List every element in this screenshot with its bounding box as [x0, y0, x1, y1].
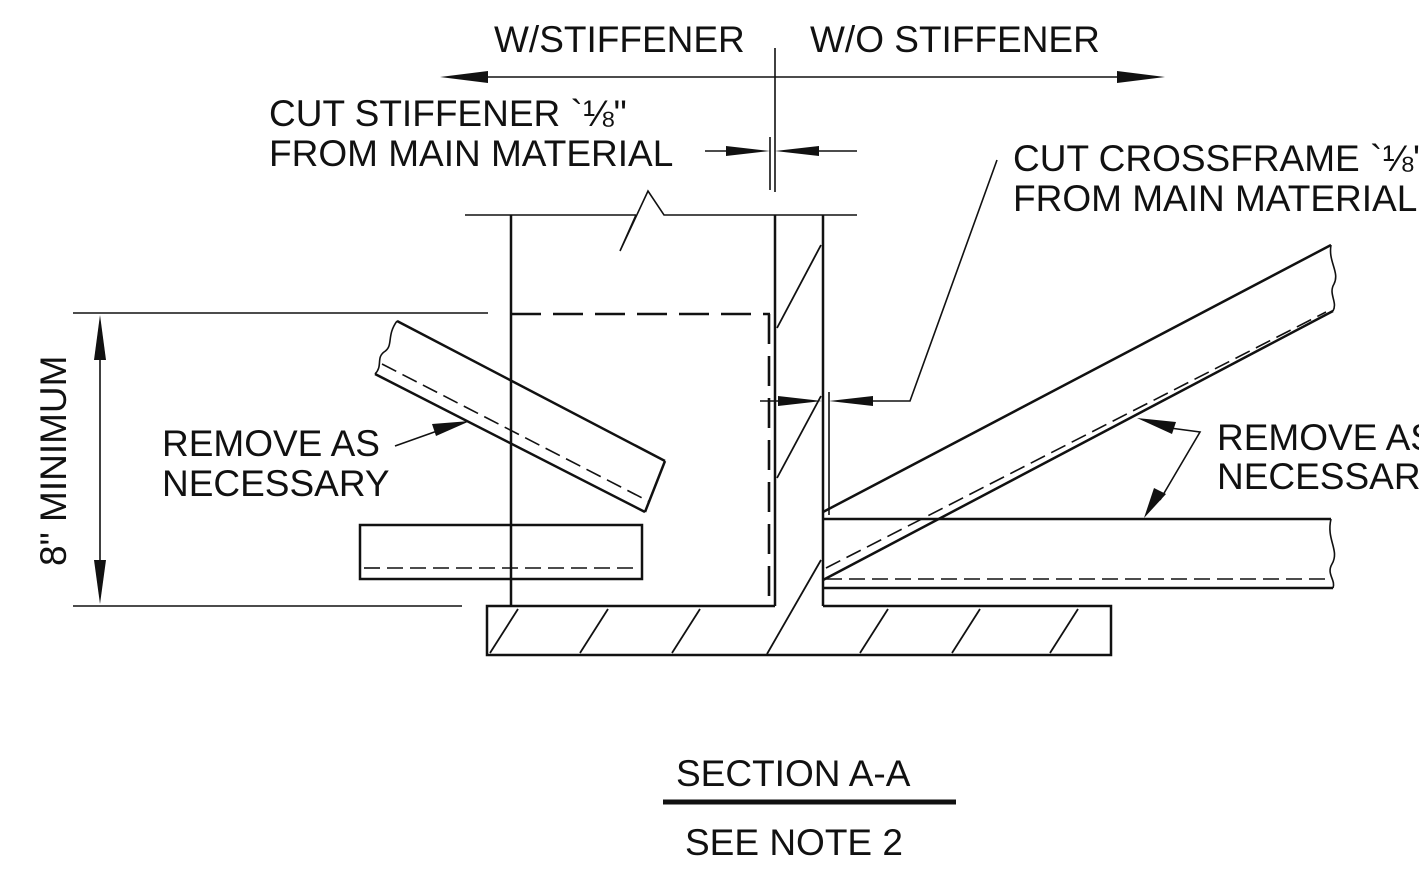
section-title: SECTION A-A	[676, 753, 911, 794]
left-diagonal-break-curve	[374, 320, 398, 375]
cut-crossframe-note-line1: CUT CROSSFRAME `⅛"	[1013, 138, 1419, 179]
flange-hatch-3	[671, 608, 701, 654]
cut-stiffener-note-line2: FROM MAIN MATERIAL	[269, 133, 673, 174]
without-stiffener-label: W/O STIFFENER	[810, 19, 1100, 60]
remove-right-leader	[1159, 427, 1202, 501]
flange-hatch-4	[859, 608, 889, 654]
left-diagonal-top-edge	[396, 319, 666, 463]
remove-right-lower-arrowhead	[1144, 488, 1166, 518]
right-horizontal-break-curve	[1329, 518, 1336, 589]
crossframe-gap-dimension	[760, 159, 998, 515]
left-diagonal-bottom-edge	[374, 372, 646, 514]
remove-right-line1: REMOVE AS	[1217, 417, 1419, 458]
minimum-height-dimension	[73, 312, 488, 607]
dimension-top-arrowhead	[94, 315, 106, 360]
web-hatch-2	[776, 395, 822, 479]
stiffener-gap-left-arrowhead	[726, 146, 770, 156]
left-direction-arrowhead	[440, 71, 488, 83]
remove-left-leader	[394, 429, 441, 447]
direction-arrows	[440, 48, 1165, 192]
left-diagonal-end-cap	[643, 460, 667, 513]
web-hatch-1	[776, 244, 822, 329]
remove-left-line1: REMOVE AS	[162, 423, 380, 464]
left-horizontal-member	[358, 523, 644, 581]
bottom-flange	[485, 604, 1113, 657]
flange-outline	[485, 604, 1113, 657]
right-direction-arrowhead	[1117, 71, 1165, 83]
stiffener-break-symbol	[619, 189, 857, 252]
right-diagonal-member	[822, 243, 1337, 582]
web-hatch-3	[766, 559, 822, 655]
dimension-bottom-arrowhead	[94, 560, 106, 604]
flange-hatch-2	[579, 608, 609, 654]
left-diagonal-member	[374, 319, 667, 514]
crossframe-gap-right-arrowhead	[829, 396, 873, 406]
flange-hatch-5	[951, 608, 981, 654]
right-horizontal-member	[823, 517, 1336, 590]
right-diagonal-bottom-edge	[822, 309, 1334, 582]
flange-hatch-6	[1049, 608, 1079, 654]
remove-left-arrowhead	[432, 421, 470, 436]
left-diagonal-centerline	[381, 363, 651, 503]
with-stiffener-label: W/STIFFENER	[494, 19, 745, 60]
web-plate	[766, 215, 825, 655]
right-diagonal-centerline	[825, 311, 1327, 569]
stiffener-gap-dimension	[705, 137, 857, 190]
flange-hatch-1	[489, 608, 519, 654]
remove-right-upper-arrowhead	[1137, 418, 1176, 434]
crossframe-gap-left-arrowhead	[778, 396, 822, 406]
left-horizontal-outline	[358, 523, 644, 581]
right-diagonal-break-curve	[1329, 244, 1337, 312]
crossframe-gap-leader	[860, 159, 998, 402]
cut-crossframe-note-line2: FROM MAIN MATERIAL	[1013, 178, 1417, 219]
remove-left-line2: NECESSARY	[162, 463, 390, 504]
cut-stiffener-note-line1: CUT STIFFENER `⅛"	[269, 93, 627, 134]
section-note: SEE NOTE 2	[685, 822, 903, 863]
right-diagonal-top-edge	[822, 243, 1332, 514]
minimum-dimension-label: 8" MINIMUM	[33, 356, 74, 566]
stiffener-plate	[465, 189, 857, 606]
stiffener-gap-right-arrowhead	[775, 146, 819, 156]
remove-right-line2: NECESSARY	[1217, 456, 1419, 497]
